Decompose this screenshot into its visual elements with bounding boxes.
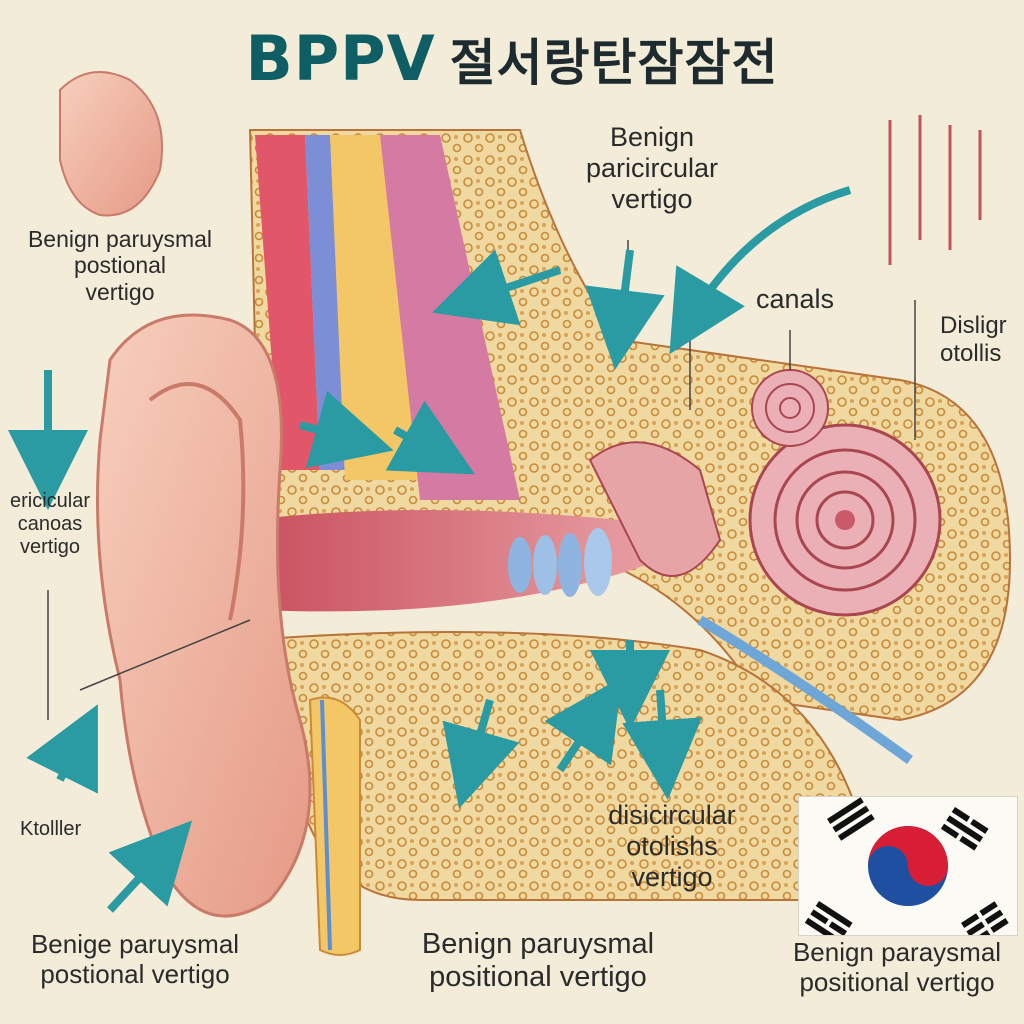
label-line: positional vertigo <box>429 961 647 994</box>
label-line: vertigo <box>19 536 81 558</box>
label-line: postional vertigo <box>40 958 230 989</box>
label-line: otollis <box>940 339 1002 367</box>
label-top-left: Benign paruysmal postional vertigo <box>0 226 240 305</box>
needle-markers <box>888 115 982 265</box>
cochlea <box>748 423 942 617</box>
label-top-center: Benign paricircular vertigo <box>552 122 752 215</box>
semicircular-canal-spiral <box>751 369 829 447</box>
label-bottom-center-upper: disicircular otolishs vertigo <box>572 800 772 893</box>
teal-arrows <box>8 186 852 913</box>
label-right-mid: Disligr otollis <box>940 312 1024 367</box>
label-bottom-right: Benign paraysmal positional vertigo <box>770 937 1024 998</box>
flag-graphic <box>804 797 1009 945</box>
ear-helix-fold <box>148 382 246 621</box>
label-line: Benign paruysmal <box>27 226 213 252</box>
label-line: Benign <box>609 122 695 152</box>
label-line: Ktolller <box>20 818 82 840</box>
label-bottom-center: Benign paruysmal positional vertigo <box>388 928 688 995</box>
trigram-bottom-right <box>961 901 1009 945</box>
trigram-top-left <box>827 797 875 841</box>
ear-canal <box>250 510 660 612</box>
label-line: vertigo <box>631 862 713 893</box>
label-ktoller: Ktolller <box>20 818 120 841</box>
taegeuk-symbol <box>868 826 948 906</box>
ossicle-coils <box>508 528 612 597</box>
muscle-layer-red <box>255 135 320 470</box>
label-line: Benign paruysmal <box>421 928 655 960</box>
label-line: Disligr <box>940 312 1007 339</box>
label-line: otolishs <box>626 831 718 862</box>
label-line: ericicular <box>9 490 91 512</box>
label-left-mid: ericicular canoas vertigo <box>0 490 100 559</box>
label-line: vertigo <box>611 184 693 215</box>
lower-tube <box>308 696 361 956</box>
trigram-top-right <box>940 807 989 851</box>
title-main: BPPV <box>245 22 436 95</box>
title-korean: 절서랑탄잠잠전 <box>449 34 779 92</box>
tissue-layer-blue <box>305 135 345 470</box>
label-line: paricircular <box>585 153 719 184</box>
vestibular-nerve <box>697 615 913 765</box>
middle-ear-ossicles <box>588 441 722 577</box>
label-line: canals <box>755 284 835 314</box>
lower-tube-vessel <box>320 699 332 951</box>
label-line: postional <box>73 252 167 279</box>
label-line: vertigo <box>85 278 155 305</box>
small-ear-thumbnail <box>59 71 163 217</box>
trigram-bottom-left <box>804 901 853 945</box>
outer-ear <box>96 313 312 918</box>
label-bottom-left: Benige paruysmal postional vertigo <box>0 929 270 990</box>
label-line: disicircular <box>608 800 736 830</box>
korean-flag-icon <box>798 796 1018 945</box>
label-canals: canals <box>740 284 850 315</box>
label-line: Benige paruysmal <box>30 929 240 959</box>
label-line: canoas <box>17 513 83 535</box>
label-line: positional vertigo <box>799 966 995 997</box>
label-line: Benign paraysmal <box>792 937 1002 967</box>
